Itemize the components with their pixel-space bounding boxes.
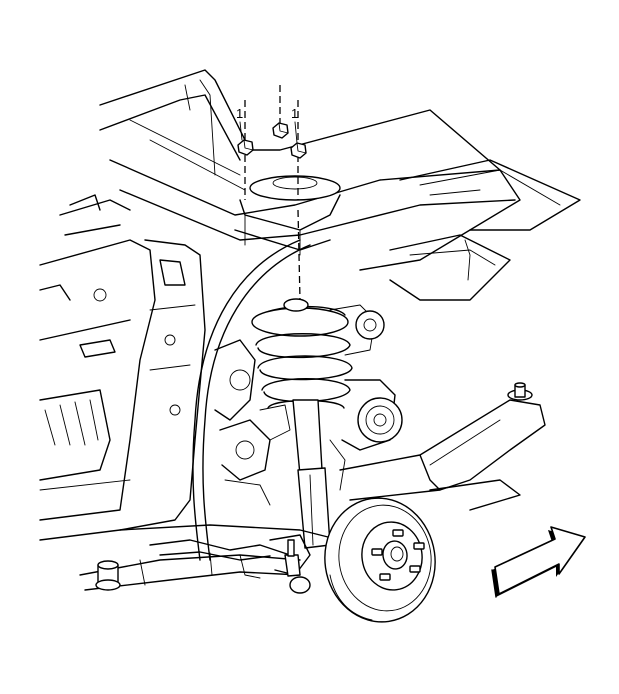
engine-components [214, 304, 403, 506]
callout-label-right: 1 [291, 106, 298, 121]
strut-nut-right [290, 142, 307, 159]
wheel-studs [371, 529, 425, 581]
front-direction-arrow-icon [491, 526, 586, 598]
lower-control-arm [339, 382, 546, 511]
coil-spring [251, 298, 353, 549]
subframe [39, 524, 341, 594]
strut-nut-left [237, 139, 254, 156]
callout-label-left: 1 [236, 106, 243, 121]
inner-fender-panel [39, 239, 206, 531]
brake-rotor [324, 497, 436, 623]
callout-leader-left [239, 121, 243, 141]
strut-tower [234, 175, 341, 256]
brake-line [192, 239, 311, 561]
strut-nut-middle [272, 122, 289, 139]
frame-upper [59, 69, 581, 301]
callout-leader-right [294, 121, 298, 144]
